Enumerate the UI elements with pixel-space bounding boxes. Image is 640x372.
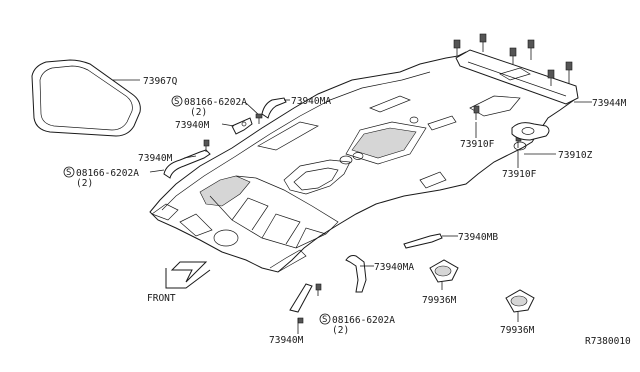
label-bolt-left: 08166-6202A <box>76 168 139 179</box>
label-grip-m-left: 73940M <box>138 153 173 164</box>
assist-grip-left[interactable] <box>163 139 211 179</box>
assist-grip-mb[interactable] <box>403 233 443 249</box>
label-bolt-left-qty: (2) <box>76 178 93 189</box>
clip-73910z[interactable] <box>511 122 550 141</box>
leader-bolt-left <box>149 169 165 173</box>
label-lamp-lower: 79936M <box>500 325 535 336</box>
screw-icon: S <box>319 313 331 325</box>
sunroof-trim-part[interactable] <box>31 59 141 137</box>
screw-symbol-left: S <box>66 168 71 178</box>
rear-trim-part[interactable] <box>453 33 579 105</box>
lamp-upper-part[interactable] <box>429 259 459 283</box>
label-lamp-upper: 79936M <box>422 295 457 306</box>
screw-icon: S <box>63 166 75 178</box>
label-bolt-top-qty: (2) <box>190 107 207 118</box>
screw-symbol: S <box>174 97 179 107</box>
assist-grip-bottom[interactable] <box>289 283 322 324</box>
label-bolt-bottom-qty: (2) <box>332 325 349 336</box>
label-clip-z: 73910Z <box>558 150 593 161</box>
label-grip-m-upper: 73940M <box>175 120 210 131</box>
assist-grip-top-right[interactable] <box>261 97 287 119</box>
label-bolt-top: 08166-6202A <box>184 97 247 108</box>
label-rear-trim: 73944M <box>592 98 627 109</box>
lamp-lower-part[interactable] <box>505 289 535 313</box>
label-front: FRONT <box>147 293 176 304</box>
front-arrow-icon <box>165 261 211 289</box>
label-grip-m-bottom: 73940M <box>269 335 304 346</box>
label-grip-mb: 73940MB <box>458 232 498 243</box>
label-clip-left: 73910F <box>460 139 495 150</box>
leader-grip-m-upper <box>221 123 235 127</box>
label-sunroof-trim: 73967Q <box>143 76 178 87</box>
assist-grip-upper[interactable] <box>231 117 253 135</box>
diagram-id: R7380010 <box>585 336 631 347</box>
headliner-part[interactable] <box>149 51 575 273</box>
clip-73910f-left[interactable] <box>473 105 480 120</box>
label-bolt-bottom: 08166-6202A <box>332 315 395 326</box>
screw-symbol-bottom: S <box>322 315 327 325</box>
clip-icon <box>453 33 573 86</box>
label-grip-top-right: 73940MA <box>291 96 331 107</box>
label-clip-right: 73910F <box>502 169 537 180</box>
label-grip-ma-lower: 73940MA <box>374 262 414 273</box>
assist-grip-lower-ma[interactable] <box>345 255 367 293</box>
bolt-top-part[interactable] <box>255 113 263 124</box>
leader-grip-m-left <box>183 155 197 159</box>
screw-icon: S <box>171 95 183 107</box>
